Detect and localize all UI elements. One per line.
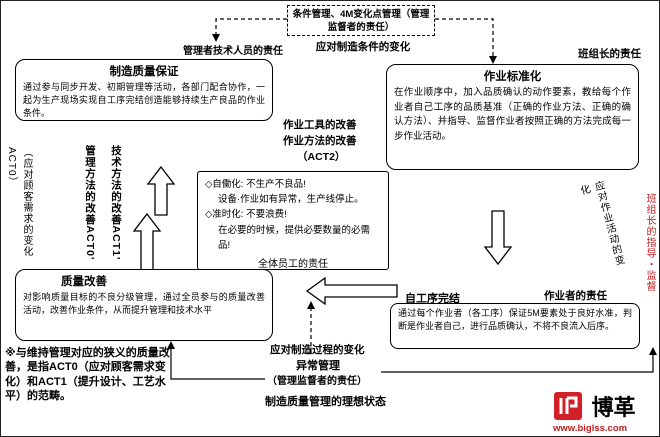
jidoka-line: ◇自働化: 不生产不良品! xyxy=(205,179,306,190)
condition-management-text: 条件管理、4M变化点管理（管理监督者的责任） xyxy=(292,9,430,34)
jidoka-line: ◇准时化: 不要浪费! xyxy=(205,209,287,221)
management-improvement-vertical-label: 管理方法的改善ACT0' xyxy=(84,145,96,261)
biglss-logo: 博革 www.biglss.com xyxy=(553,390,635,434)
dashed-connector-left xyxy=(215,18,287,35)
act2-line2: 作业方法的改善 xyxy=(283,134,357,147)
biglss-brand-text: 博革 xyxy=(591,395,636,420)
quality-assurance-title: 制造质量保证 xyxy=(109,66,179,78)
customer-change-vertical-label: （应对顾客需求的变化ACT0） xyxy=(6,147,32,257)
condition-management-box: 条件管理、4M变化点管理（管理监督者的责任） xyxy=(287,5,435,36)
block-arrow-up-upper-icon xyxy=(146,165,176,216)
technical-improvement-vertical-label: 技术方法的改善ACT1' xyxy=(110,145,122,261)
manager-responsibility-label: 管理者技术人员的责任 xyxy=(183,46,283,57)
jidoka-line: 在必要的时候，提供必要数量的必需品! xyxy=(218,224,371,251)
quality-improvement-body: 对影响质量目标的不良分级管理，通过全员参与的质量改善活动，改善作业条件，从而提升… xyxy=(23,292,265,316)
maintenance-note-text: ※与维持管理对应的狭义的质量改善，是指ACT0（应对顾客需求变化）和ACT1（提… xyxy=(5,347,170,402)
quality-improvement-box: 质量改善 对影响质量目标的不良分级管理，通过全员参与的质量改善活动，改善作业条件… xyxy=(15,269,273,341)
standardization-box: 作业标准化 在作业顺序中，加入品质确认的动作要素，教给每个作业者自己工序的品质基… xyxy=(386,64,639,170)
jidoka-jit-box: ◇自働化: 不生产不良品! 设备·作业如有异常，生产线停止。 ◇准时化: 不要浪… xyxy=(197,171,389,270)
biglss-url-text: www.biglss.com xyxy=(553,423,628,434)
operator-responsibility-label: 作业者的责任 xyxy=(544,290,607,302)
arrowhead-down-left-icon xyxy=(212,34,220,42)
jidoka-line: 设备·作业如有异常，生产线停止。 xyxy=(218,194,364,206)
process-change-label: 应对制造过程的变化 xyxy=(270,344,365,356)
quality-assurance-box: 制造质量保证 通过参与同步开发、初期管理等活动，各部门配合协作，一起为生产现场实… xyxy=(15,59,273,121)
biglss-logo-icon xyxy=(554,392,582,420)
quality-improvement-title: 质量改善 xyxy=(61,276,107,288)
abnormality-management-label: 异常管理 xyxy=(296,360,340,372)
standardization-title: 作业标准化 xyxy=(483,71,542,83)
act2-line3: （ACT2） xyxy=(297,150,346,163)
connector-abnormal-to-improvement xyxy=(170,347,265,380)
standardization-body: 在作业顺序中，加入品质确认的动作要素，教给每个作业者自己工序的品质基准（正确的作… xyxy=(394,87,631,143)
dashed-connector-right xyxy=(435,18,494,57)
block-arrow-down-icon xyxy=(483,210,513,266)
all-staff-responsibility-label: 全体员工的责任 xyxy=(258,258,328,270)
arrowhead-down-right-icon xyxy=(489,56,497,64)
self-completion-box: 通过每个作业者（各工序）保证5M要素处于良好水准，判断是作业者自己，进行品质确认… xyxy=(390,303,640,349)
connector-abnormal-to-selfcompletion xyxy=(381,353,654,373)
quality-assurance-body: 通过参与同步开发、初期管理等活动，各部门配合协作，一起为生产现场实现自工序完结创… xyxy=(23,82,265,119)
arrowhead-up-right-icon xyxy=(649,347,657,355)
ideal-state-label: 制造质量管理的理想状态 xyxy=(265,396,386,408)
arrowhead-up-mid-icon xyxy=(307,301,315,309)
self-completion-body: 通过每个作业者（各工序）保证5M要素处于良好水准，判断是作业者自己，进行品质确认… xyxy=(398,308,632,332)
supervisor-responsibility-label: （管理监督者的责任） xyxy=(267,376,367,387)
self-completion-title: 自工序完结 xyxy=(405,293,460,305)
block-arrow-left-icon xyxy=(305,276,398,306)
leader-guidance-vertical-label: 班组长的指导・监督 xyxy=(644,193,655,292)
activity-change-vertical-label: 应对作业活动的变化 xyxy=(576,179,625,268)
condition-change-label: 应对制造条件的变化 xyxy=(315,41,411,53)
act2-line1: 作业工具的改善 xyxy=(283,119,357,131)
act2-improvement-text: 作业工具的改善 作业方法的改善 （ACT2） xyxy=(283,118,357,165)
leader-responsibility-label: 班组长的责任 xyxy=(578,48,641,60)
block-arrow-up-lower-icon xyxy=(132,212,162,272)
